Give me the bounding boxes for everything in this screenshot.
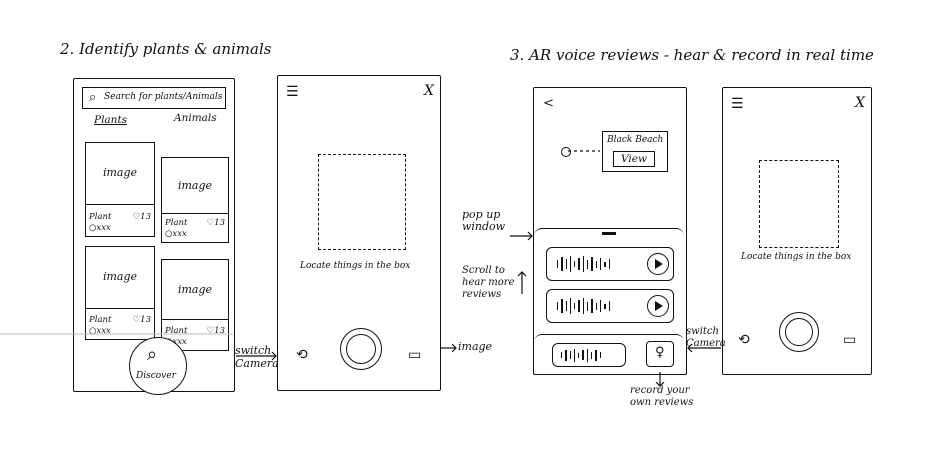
switch-camera-note: switch Camera (235, 344, 279, 370)
card-name: Plant (165, 326, 188, 336)
plant-card[interactable]: image Plant♡13 ○xxx (85, 142, 155, 237)
section-3-heading: 3. AR voice reviews - hear & record in r… (510, 46, 874, 64)
switch-camera-icon[interactable]: ⟲ (296, 347, 308, 363)
section-2-heading: 2. Identify plants & animals (60, 40, 272, 58)
search-placeholder: Search for plants/Animals (104, 92, 223, 102)
popup-note: pop up window (462, 208, 506, 233)
record-button[interactable]: ♀ (646, 341, 674, 367)
waveform (557, 254, 610, 274)
waveform (561, 347, 601, 363)
review-item[interactable] (546, 247, 674, 281)
shutter-button[interactable] (340, 328, 382, 370)
camera-screen-2: ☰ X Locate things in the box ⟲ ▭ (722, 87, 872, 375)
magnifier-icon: ⌕ (147, 344, 158, 365)
record-note: record your own reviews (630, 385, 694, 408)
discover-button[interactable]: ⌕ Discover (129, 337, 187, 395)
close-button[interactable]: X (424, 83, 434, 99)
search-bar[interactable]: ⌕ Search for plants/Animals (82, 87, 226, 109)
marker-title: Black Beach (607, 135, 664, 145)
user-icon: ○ (165, 229, 173, 239)
switch-camera-icon[interactable]: ⟲ (738, 332, 750, 348)
hamburger-icon[interactable]: ☰ (731, 96, 744, 112)
hamburger-icon[interactable]: ☰ (286, 84, 299, 100)
switch-camera-note-2: switch Camera (686, 326, 726, 349)
card-name: Plant (89, 212, 112, 222)
card-name: Plant (165, 218, 188, 228)
discover-label: Discover (136, 371, 176, 381)
plant-card[interactable]: image Plant♡13 ○xxx (85, 246, 155, 340)
heart-icon: ♡ (132, 212, 141, 222)
scan-box (318, 154, 406, 250)
view-button[interactable]: View (613, 151, 655, 167)
heart-icon: ♡ (206, 326, 215, 336)
microphone-icon: ♀ (655, 345, 665, 360)
tab-plants[interactable]: Plants (94, 114, 128, 126)
tab-animals[interactable]: Animals (174, 112, 217, 124)
marker-card[interactable]: Black Beach View (602, 131, 668, 172)
camera-screen: ☰ X Locate things in the box ⟲ ▭ (277, 75, 441, 391)
play-icon[interactable] (647, 253, 669, 275)
waveform (557, 296, 610, 316)
heart-icon: ♡ (206, 218, 215, 228)
user-icon: ○ (89, 223, 97, 233)
recording-preview (552, 343, 626, 367)
gallery-icon[interactable]: ▭ (408, 347, 422, 363)
card-image: image (162, 260, 228, 321)
drag-handle[interactable] (602, 232, 616, 235)
back-button[interactable]: < (543, 96, 554, 111)
scroll-note: Scroll to hear more reviews (462, 265, 515, 300)
image-note: image (458, 340, 493, 353)
heart-icon: ♡ (132, 315, 141, 325)
plant-card[interactable]: image Plant♡13 ○xxx (161, 157, 229, 243)
card-image: image (86, 247, 154, 309)
search-icon: ⌕ (89, 90, 97, 105)
scan-hint: Locate things in the box (741, 252, 852, 262)
close-button[interactable]: X (855, 95, 865, 111)
card-name: Plant (89, 315, 112, 325)
location-marker-icon[interactable] (561, 147, 571, 157)
record-bar: ♀ (534, 334, 684, 373)
review-item[interactable] (546, 289, 674, 323)
scan-hint: Locate things in the box (300, 261, 411, 271)
shutter-button[interactable] (779, 312, 819, 352)
card-image: image (86, 143, 154, 206)
card-image: image (162, 158, 228, 215)
reviews-popup[interactable] (534, 228, 684, 341)
gallery-icon[interactable]: ▭ (843, 332, 857, 348)
ar-reviews-screen: < Black Beach View ♀ (533, 87, 687, 375)
user-icon: ○ (89, 326, 97, 336)
identify-screen: ⌕ Search for plants/Animals Plants Anima… (73, 78, 235, 395)
play-icon[interactable] (647, 295, 669, 317)
scan-box (759, 160, 839, 248)
